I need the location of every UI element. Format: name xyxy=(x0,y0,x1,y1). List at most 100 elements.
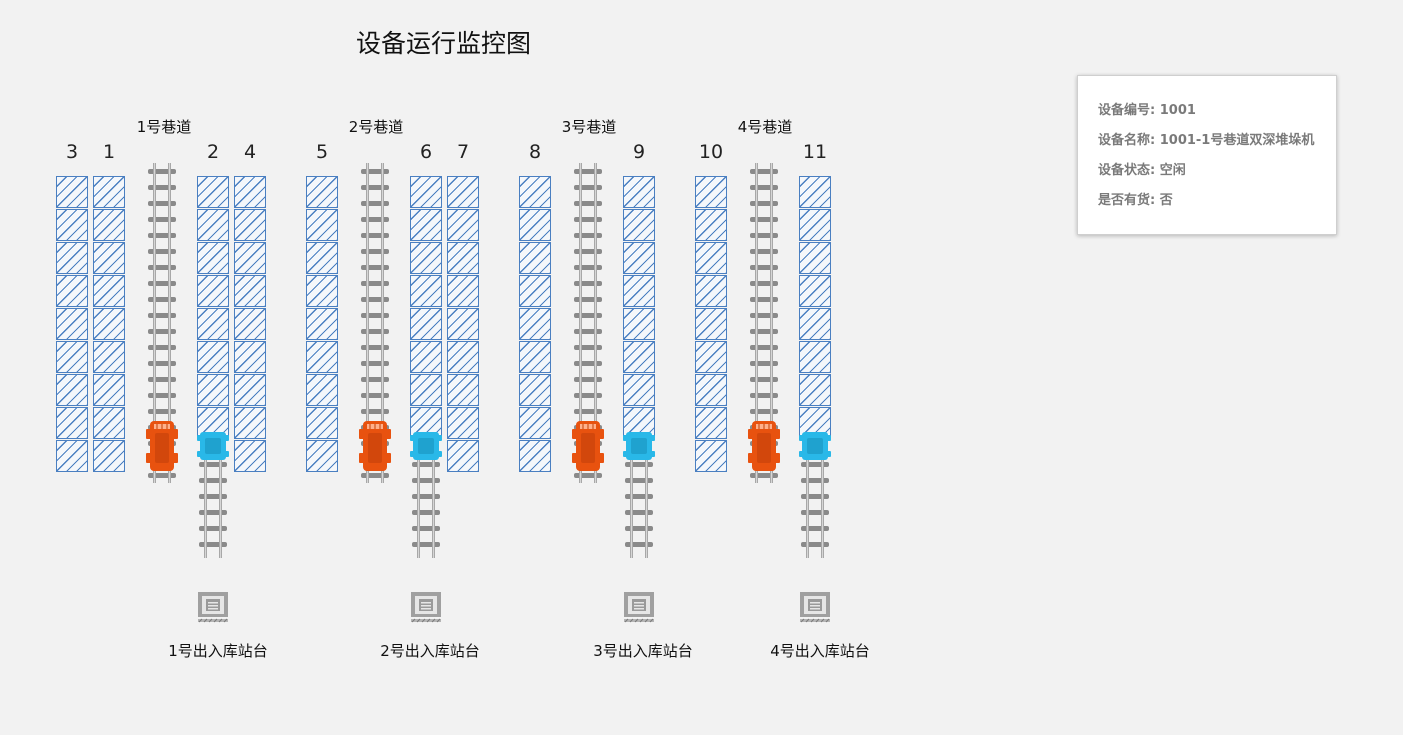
storage-slot[interactable] xyxy=(623,341,655,373)
storage-slot[interactable] xyxy=(519,440,551,472)
rack-column-8[interactable] xyxy=(519,176,551,473)
storage-slot[interactable] xyxy=(799,242,831,274)
rack-column-5[interactable] xyxy=(306,176,338,473)
storage-slot[interactable] xyxy=(695,374,727,406)
shuttle-car-3[interactable] xyxy=(623,430,655,466)
storage-slot[interactable] xyxy=(234,176,266,208)
storage-slot[interactable] xyxy=(197,209,229,241)
storage-slot[interactable] xyxy=(410,308,442,340)
storage-slot[interactable] xyxy=(56,407,88,439)
storage-slot[interactable] xyxy=(799,275,831,307)
storage-slot[interactable] xyxy=(519,374,551,406)
storage-slot[interactable] xyxy=(306,176,338,208)
storage-slot[interactable] xyxy=(56,209,88,241)
storage-slot[interactable] xyxy=(93,440,125,472)
storage-slot[interactable] xyxy=(234,440,266,472)
storage-slot[interactable] xyxy=(623,275,655,307)
rack-column-2[interactable] xyxy=(197,176,229,440)
storage-slot[interactable] xyxy=(447,440,479,472)
storage-slot[interactable] xyxy=(234,407,266,439)
storage-slot[interactable] xyxy=(519,308,551,340)
storage-slot[interactable] xyxy=(306,440,338,472)
storage-slot[interactable] xyxy=(695,308,727,340)
storage-slot[interactable] xyxy=(234,308,266,340)
storage-slot[interactable] xyxy=(306,374,338,406)
storage-slot[interactable] xyxy=(306,341,338,373)
storage-slot[interactable] xyxy=(234,209,266,241)
storage-slot[interactable] xyxy=(306,407,338,439)
storage-slot[interactable] xyxy=(93,176,125,208)
storage-slot[interactable] xyxy=(799,176,831,208)
storage-slot[interactable] xyxy=(623,374,655,406)
stacker-crane-4[interactable] xyxy=(748,421,780,475)
shuttle-car-1[interactable] xyxy=(197,430,229,466)
storage-slot[interactable] xyxy=(799,341,831,373)
storage-slot[interactable] xyxy=(519,407,551,439)
storage-slot[interactable] xyxy=(93,308,125,340)
storage-slot[interactable] xyxy=(306,209,338,241)
shuttle-car-4[interactable] xyxy=(799,430,831,466)
storage-slot[interactable] xyxy=(93,242,125,274)
storage-slot[interactable] xyxy=(799,374,831,406)
storage-slot[interactable] xyxy=(695,341,727,373)
station-icon[interactable] xyxy=(197,591,229,623)
storage-slot[interactable] xyxy=(447,176,479,208)
rack-column-11[interactable] xyxy=(799,176,831,440)
storage-slot[interactable] xyxy=(56,275,88,307)
rack-column-10[interactable] xyxy=(695,176,727,473)
storage-slot[interactable] xyxy=(197,308,229,340)
storage-slot[interactable] xyxy=(410,176,442,208)
storage-slot[interactable] xyxy=(799,308,831,340)
storage-slot[interactable] xyxy=(447,407,479,439)
storage-slot[interactable] xyxy=(197,341,229,373)
storage-slot[interactable] xyxy=(519,176,551,208)
storage-slot[interactable] xyxy=(519,209,551,241)
storage-slot[interactable] xyxy=(93,374,125,406)
storage-slot[interactable] xyxy=(447,209,479,241)
storage-slot[interactable] xyxy=(56,341,88,373)
storage-slot[interactable] xyxy=(306,275,338,307)
storage-slot[interactable] xyxy=(93,275,125,307)
storage-slot[interactable] xyxy=(197,374,229,406)
rack-column-7[interactable] xyxy=(447,176,479,473)
storage-slot[interactable] xyxy=(695,242,727,274)
stacker-crane-2[interactable] xyxy=(359,421,391,475)
storage-slot[interactable] xyxy=(56,308,88,340)
stacker-crane-3[interactable] xyxy=(572,421,604,475)
rack-column-4[interactable] xyxy=(234,176,266,473)
storage-slot[interactable] xyxy=(519,242,551,274)
storage-slot[interactable] xyxy=(447,308,479,340)
storage-slot[interactable] xyxy=(695,407,727,439)
station-icon[interactable] xyxy=(623,591,655,623)
storage-slot[interactable] xyxy=(447,242,479,274)
station-icon[interactable] xyxy=(410,591,442,623)
shuttle-car-2[interactable] xyxy=(410,430,442,466)
storage-slot[interactable] xyxy=(447,275,479,307)
storage-slot[interactable] xyxy=(519,341,551,373)
storage-slot[interactable] xyxy=(623,242,655,274)
storage-slot[interactable] xyxy=(306,308,338,340)
storage-slot[interactable] xyxy=(623,209,655,241)
storage-slot[interactable] xyxy=(519,275,551,307)
storage-slot[interactable] xyxy=(234,275,266,307)
station-icon[interactable] xyxy=(799,591,831,623)
storage-slot[interactable] xyxy=(56,440,88,472)
rack-column-1[interactable] xyxy=(93,176,125,473)
storage-slot[interactable] xyxy=(93,341,125,373)
storage-slot[interactable] xyxy=(234,374,266,406)
storage-slot[interactable] xyxy=(799,209,831,241)
storage-slot[interactable] xyxy=(410,242,442,274)
storage-slot[interactable] xyxy=(623,176,655,208)
rack-column-6[interactable] xyxy=(410,176,442,440)
storage-slot[interactable] xyxy=(447,374,479,406)
storage-slot[interactable] xyxy=(234,242,266,274)
storage-slot[interactable] xyxy=(197,242,229,274)
stacker-crane-1[interactable] xyxy=(146,421,178,475)
storage-slot[interactable] xyxy=(695,176,727,208)
storage-slot[interactable] xyxy=(93,209,125,241)
storage-slot[interactable] xyxy=(695,209,727,241)
storage-slot[interactable] xyxy=(447,341,479,373)
storage-slot[interactable] xyxy=(623,308,655,340)
storage-slot[interactable] xyxy=(410,374,442,406)
storage-slot[interactable] xyxy=(695,440,727,472)
